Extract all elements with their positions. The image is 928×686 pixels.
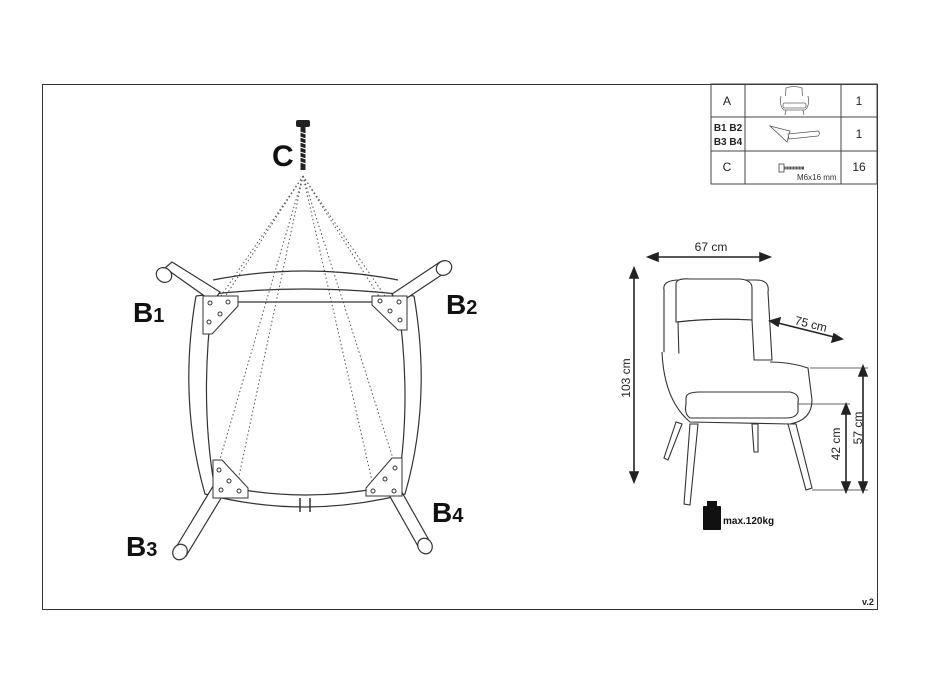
leg-bracket-icon <box>768 125 820 143</box>
armchair-side-view <box>661 278 813 506</box>
part-b-quantity: 1 <box>856 127 863 141</box>
part-c-quantity: 16 <box>852 160 866 174</box>
version-label: v.2 <box>862 597 874 607</box>
leg-b2-label: B2 <box>446 289 477 320</box>
part-c-screw-size: M6x16 mm <box>797 173 837 182</box>
screw-icon <box>778 163 804 173</box>
width-dimension: 67 cm <box>695 240 728 254</box>
armrest-height-dimension: 57 cm <box>851 412 865 445</box>
leg-b4 <box>383 479 433 555</box>
leg-b4-label: B4 <box>432 497 464 528</box>
weight-icon <box>703 501 721 530</box>
leg-b3-label: B3 <box>126 531 157 562</box>
leg-b1 <box>155 261 221 303</box>
bracket-b3 <box>212 459 249 499</box>
instruction-sheet <box>42 84 878 610</box>
part-b-code-line2: B3 B4 <box>714 137 743 148</box>
screw-c-label: C <box>272 140 294 173</box>
chair-base-outline <box>188 270 422 512</box>
dimension-extension-lines <box>798 367 868 491</box>
leg-b1-label: B1 <box>133 297 164 328</box>
max-load-label: max.120kg <box>723 516 774 527</box>
part-a-code: A <box>723 94 731 108</box>
bracket-b2 <box>371 295 408 331</box>
seat-height-dimension: 42 cm <box>829 428 843 461</box>
bracket-b4 <box>365 457 403 497</box>
height-dimension: 103 cm <box>619 358 633 397</box>
screw-guide-lines <box>209 175 401 491</box>
screw-c-icon <box>296 120 310 170</box>
armchair-icon <box>780 86 809 116</box>
parts-table <box>710 83 878 185</box>
part-c-code: C <box>723 160 732 174</box>
dimension-lines <box>628 251 869 495</box>
part-b-code-line1: B1 B2 <box>714 123 743 134</box>
part-a-quantity: 1 <box>856 94 863 108</box>
bracket-b1 <box>202 295 239 335</box>
